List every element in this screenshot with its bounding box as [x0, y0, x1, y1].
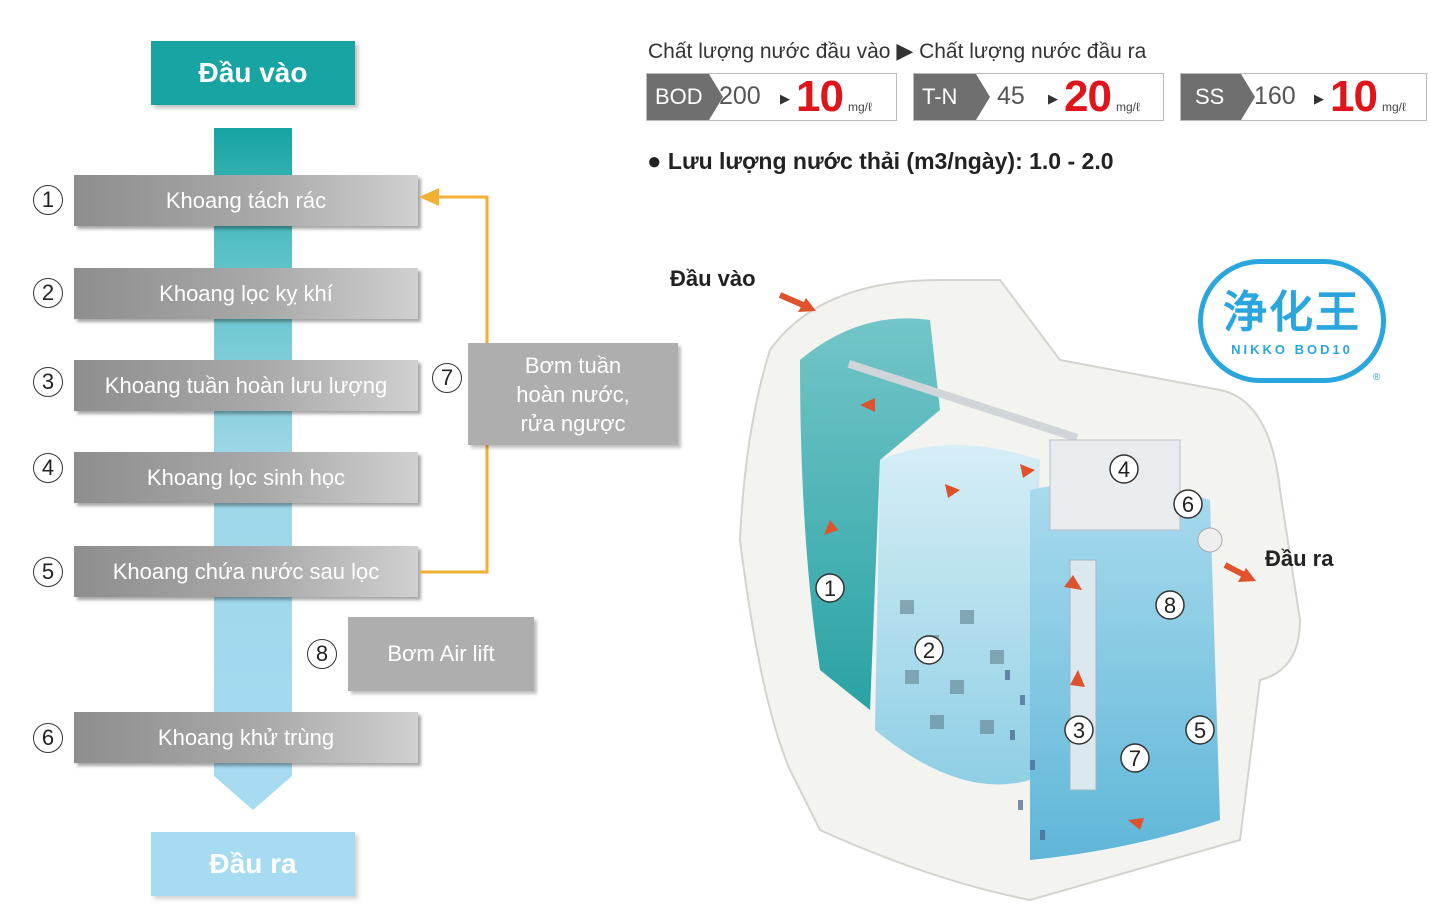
- quality-out-value: 10: [1330, 72, 1378, 121]
- inlet-arrow-icon: [798, 298, 816, 312]
- play-arrow-icon: ▶: [896, 38, 914, 63]
- logo-text: NIKKO BOD10: [1231, 342, 1353, 357]
- small-arrow-icon: ▶: [1314, 91, 1324, 106]
- airlift-pump-box: Bơm Air lift: [348, 617, 534, 691]
- flow-rate-text: Lưu lượng nước thải (m3/ngày): 1.0 - 2.0: [667, 148, 1114, 174]
- quality-label: SS: [1181, 74, 1255, 120]
- stage-disinfection: Khoang khử trùng: [74, 712, 418, 763]
- quality-out-value: 10: [796, 72, 844, 121]
- small-arrow-icon: ▶: [780, 91, 790, 106]
- quality-unit: mg/ℓ: [1382, 100, 1406, 114]
- stage-biofilter: Khoang lọc sinh học: [74, 452, 418, 503]
- stage-flow-recirculation: Khoang tuần hoàn lưu lượng: [74, 360, 418, 411]
- stage-number: 4: [33, 453, 63, 483]
- recirculation-pump-box: Bơm tuần hoàn nước, rửa ngược: [468, 343, 678, 445]
- outlet-arrow-icon: [1238, 568, 1256, 582]
- flow-inlet: Đầu vào: [151, 41, 355, 105]
- marker-2: 2: [923, 638, 935, 663]
- marker-3: 3: [1073, 718, 1085, 743]
- quality-in-value: 45: [997, 82, 1025, 110]
- marker-6: 6: [1182, 492, 1194, 517]
- marker-7: 7: [1129, 746, 1141, 771]
- loop-arrowhead-icon: [419, 188, 439, 206]
- logo-registered-mark: ®: [1373, 372, 1381, 383]
- stage-screen-chamber: Khoang tách rác: [74, 175, 418, 226]
- logo-kanji: 浄化王: [1223, 287, 1361, 338]
- nikko-logo: 浄化王 NIKKO BOD10: [1198, 259, 1386, 383]
- stage-number: 2: [33, 278, 63, 308]
- quality-unit: mg/ℓ: [1116, 100, 1140, 114]
- marker-1: 1: [824, 576, 836, 601]
- quality-cell-tn: T-N 45 ▶ 20 mg/ℓ: [913, 72, 1164, 121]
- stage-number: 1: [33, 185, 63, 215]
- quality-cell-bod: BOD 200 ▶ 10 mg/ℓ: [646, 72, 897, 121]
- quality-unit: mg/ℓ: [848, 100, 872, 114]
- quality-cell-ss: SS 160 ▶ 10 mg/ℓ: [1180, 72, 1427, 121]
- quality-title-in: Chất lượng nước đầu vào: [648, 40, 891, 63]
- pump-number: 8: [307, 639, 337, 669]
- stage-number: 6: [33, 723, 63, 753]
- diagram-inlet-label: Đầu vào: [670, 266, 756, 291]
- stage-number: 5: [33, 557, 63, 587]
- marker-8: 8: [1164, 593, 1176, 618]
- flow-rate: ● Lưu lượng nước thải (m3/ngày): 1.0 - 2…: [647, 148, 1114, 176]
- bullet-icon: ●: [647, 148, 662, 175]
- stage-anaerobic-filter: Khoang lọc kỵ khí: [74, 268, 418, 319]
- quality-label: BOD: [647, 74, 723, 120]
- flow-arrow-tip: [214, 776, 292, 810]
- quality-in-value: 200: [719, 82, 761, 110]
- small-arrow-icon: ▶: [1048, 91, 1058, 106]
- marker-4: 4: [1118, 457, 1130, 482]
- quality-label: T-N: [914, 74, 990, 120]
- recirculation-pump-label: Bơm tuần hoàn nước, rửa ngược: [516, 352, 630, 436]
- quality-in-value: 160: [1254, 82, 1296, 110]
- quality-title: Chất lượng nước đầu vào ▶ Chất lượng nướ…: [648, 38, 1146, 64]
- pump-number: 7: [432, 363, 462, 393]
- marker-5: 5: [1194, 718, 1206, 743]
- tank-illustration: 1 2 3 4 5 6 7 8: [738, 279, 1302, 902]
- diagram-outlet-label: Đầu ra: [1265, 546, 1334, 571]
- stage-number: 3: [33, 367, 63, 397]
- stage-treated-water: Khoang chứa nước sau lọc: [74, 546, 418, 597]
- quality-out-value: 20: [1064, 72, 1112, 121]
- quality-title-out: Chất lượng nước đầu ra: [919, 40, 1147, 63]
- flow-outlet: Đầu ra: [151, 832, 355, 896]
